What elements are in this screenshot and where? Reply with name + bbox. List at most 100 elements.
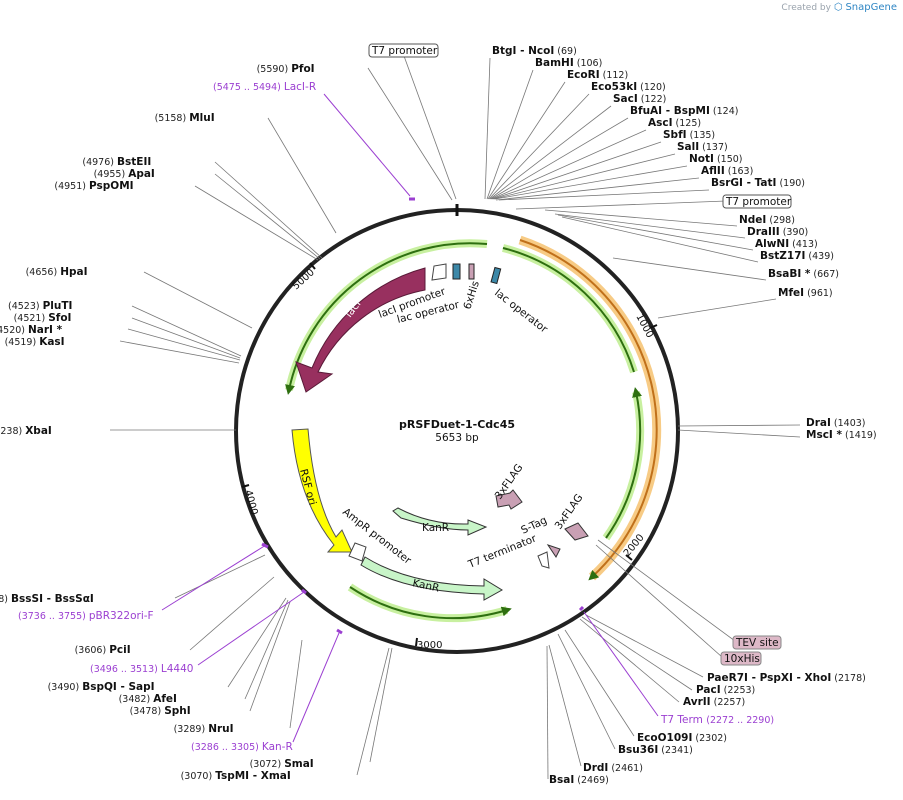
restriction-site-label[interactable]: BsaI (2469) — [549, 774, 609, 786]
restriction-site-label[interactable]: Eco53kI (120) — [591, 81, 666, 93]
restriction-site-label[interactable]: AscI (125) — [648, 117, 701, 129]
site-leader-line — [561, 216, 759, 263]
3xflag-feature-2[interactable] — [564, 522, 589, 541]
restriction-site-label[interactable]: NdeI (298) — [739, 214, 795, 226]
restriction-site-label[interactable]: BamHI (106) — [535, 57, 602, 69]
laci-feature[interactable] — [295, 267, 426, 393]
primer-label[interactable]: (3736 .. 3755) pBR322ori-F — [18, 610, 154, 622]
restriction-site-label[interactable]: (4955) ApaI — [94, 168, 155, 180]
site-leader-line — [557, 214, 754, 251]
credit-brand: SnapGene — [845, 2, 897, 13]
kanr-feature-2[interactable] — [360, 556, 503, 601]
restriction-site-label[interactable]: NotI (150) — [689, 153, 743, 165]
restriction-site-label[interactable]: SalI (137) — [677, 141, 728, 153]
restriction-site-label[interactable]: MscI * (1419) — [806, 429, 877, 441]
restriction-site-label[interactable]: (3478) SphI — [130, 705, 191, 717]
t7-promoter-box-1[interactable] — [368, 43, 439, 58]
restriction-site-label[interactable]: AvrII (2257) — [683, 696, 745, 708]
restriction-site-label[interactable]: AlwNI (413) — [755, 238, 818, 250]
laci-promoter-feature[interactable] — [431, 263, 447, 281]
restriction-site-label[interactable]: (5590) PfoI — [257, 63, 315, 75]
restriction-site-label[interactable]: (4519) KasI — [5, 336, 65, 348]
feature-leader-line — [403, 55, 457, 200]
restriction-site-label[interactable]: PaeR7I - PspXI - XhoI (2178) — [707, 672, 866, 684]
restriction-site-label[interactable]: MfeI (961) — [778, 287, 833, 299]
site-leader-line — [492, 141, 662, 200]
restriction-site-label[interactable]: Bsu36I (2341) — [618, 744, 693, 756]
feature-leader-line — [595, 544, 723, 658]
restriction-site-label[interactable]: DrdI (2461) — [583, 762, 643, 774]
restriction-site-label[interactable]: (4520) NarI * — [0, 324, 63, 336]
restriction-site-label[interactable]: SbfI (135) — [663, 129, 715, 141]
primer-leader-line — [292, 632, 340, 743]
plasmid-name: pRSFDuet-1-Cdc45 — [399, 418, 515, 431]
restriction-site-label[interactable]: (3072) SmaI — [250, 758, 314, 770]
site-leader-line — [490, 117, 629, 200]
site-leader-line — [554, 213, 746, 239]
restriction-site-label[interactable]: (5158) MluI — [155, 112, 215, 124]
restriction-site-label[interactable]: BtgI - NcoI (69) — [492, 45, 577, 57]
kanr-label-2: KanR — [411, 577, 440, 594]
site-leader-line — [612, 257, 767, 281]
primer-labels: (5475 .. 5494) LacI-R T7 Term (2272 .. 22… — [18, 81, 774, 753]
kanr-feature-1[interactable] — [392, 507, 488, 536]
restriction-site-label[interactable]: (4951) PspOMI — [54, 180, 133, 192]
restriction-site-label[interactable]: (3289) NruI — [174, 723, 234, 735]
s-tag-feature[interactable] — [546, 544, 561, 558]
tev-site-box[interactable] — [732, 635, 782, 650]
restriction-site-label[interactable]: EcoRI (112) — [567, 69, 628, 81]
restriction-site-label[interactable]: EcoO109I (2302) — [637, 732, 727, 744]
10xhis-box[interactable] — [720, 651, 762, 666]
t7-terminator-feature[interactable] — [537, 551, 550, 569]
primer-label[interactable]: T7 Term (2272 .. 2290) — [660, 714, 774, 726]
restriction-site-label[interactable]: BstZ17I (439) — [760, 250, 834, 262]
lac-operator-feature-2[interactable] — [490, 266, 502, 285]
lac-operator-feature-1[interactable] — [452, 263, 461, 280]
site-leader-line — [585, 614, 704, 678]
rsf-ori-feature[interactable] — [291, 428, 353, 553]
restriction-site-label[interactable]: BsaBI * (667) — [768, 268, 839, 280]
restriction-site-label[interactable]: DraI (1403) — [806, 417, 866, 429]
restriction-site-label[interactable]: (3768) BssSI - BssSαI — [0, 593, 94, 605]
site-leader-line — [677, 429, 801, 438]
restriction-site-label[interactable]: DraIII (390) — [747, 226, 808, 238]
site-leader-line — [579, 618, 680, 703]
primer-label[interactable]: (3286 .. 3305) Kan-R — [191, 741, 293, 753]
site-leader-line — [214, 173, 321, 260]
restriction-site-label[interactable]: (4656) HpaI — [26, 266, 88, 278]
restriction-site-label[interactable]: (4523) PluTI — [8, 300, 72, 312]
restriction-site-label[interactable]: (4521) SfoI — [14, 312, 72, 324]
restriction-site-label[interactable]: (3606) PciI — [75, 644, 131, 656]
primer-label[interactable]: (5475 .. 5494) LacI-R — [213, 81, 316, 93]
restriction-site-label[interactable]: (4238) XbaI — [0, 425, 52, 437]
green-arc-3 — [285, 242, 488, 395]
restriction-site-label[interactable]: (3482) AfeI — [119, 693, 177, 705]
site-leader-line — [174, 554, 266, 599]
site-leader-line — [489, 105, 612, 200]
primer-label[interactable]: (3496 .. 3513) L4440 — [90, 663, 193, 675]
3xflag-feature-1[interactable] — [495, 489, 523, 510]
site-leader-line — [227, 597, 287, 688]
t7-promoter-box-2[interactable] — [722, 194, 792, 209]
site-leader-line — [581, 616, 693, 691]
feature-leader-line — [515, 200, 727, 210]
restriction-site-label[interactable]: (3490) BspQI - SapI — [48, 681, 155, 693]
restriction-site-label[interactable]: (4976) BstEII — [82, 156, 151, 168]
site-leader-line — [491, 129, 647, 200]
ampr-promoter-feature[interactable] — [348, 542, 367, 562]
green-arc-2 — [605, 387, 642, 539]
site-leader-line — [119, 340, 240, 364]
restriction-site-label[interactable]: AflII (163) — [701, 165, 753, 177]
restriction-site-label[interactable]: SacI (122) — [613, 93, 666, 105]
s-tag-label: S-Tag — [519, 514, 549, 536]
orange-arc-line — [519, 239, 658, 581]
10xhis-label: 10xHis — [724, 653, 760, 665]
site-leader-line — [267, 117, 337, 234]
feature-leader-line — [597, 539, 736, 642]
6xhis-feature[interactable] — [468, 263, 475, 280]
restriction-site-label[interactable]: PacI (2253) — [696, 684, 755, 696]
restriction-site-label[interactable]: BfuAI - BspMI (124) — [630, 105, 738, 117]
restriction-site-label[interactable]: (3070) TspMI - XmaI — [181, 770, 291, 782]
restriction-site-label[interactable]: BsrGI - TatI (190) — [711, 177, 805, 189]
primer-leader-line — [161, 544, 267, 611]
